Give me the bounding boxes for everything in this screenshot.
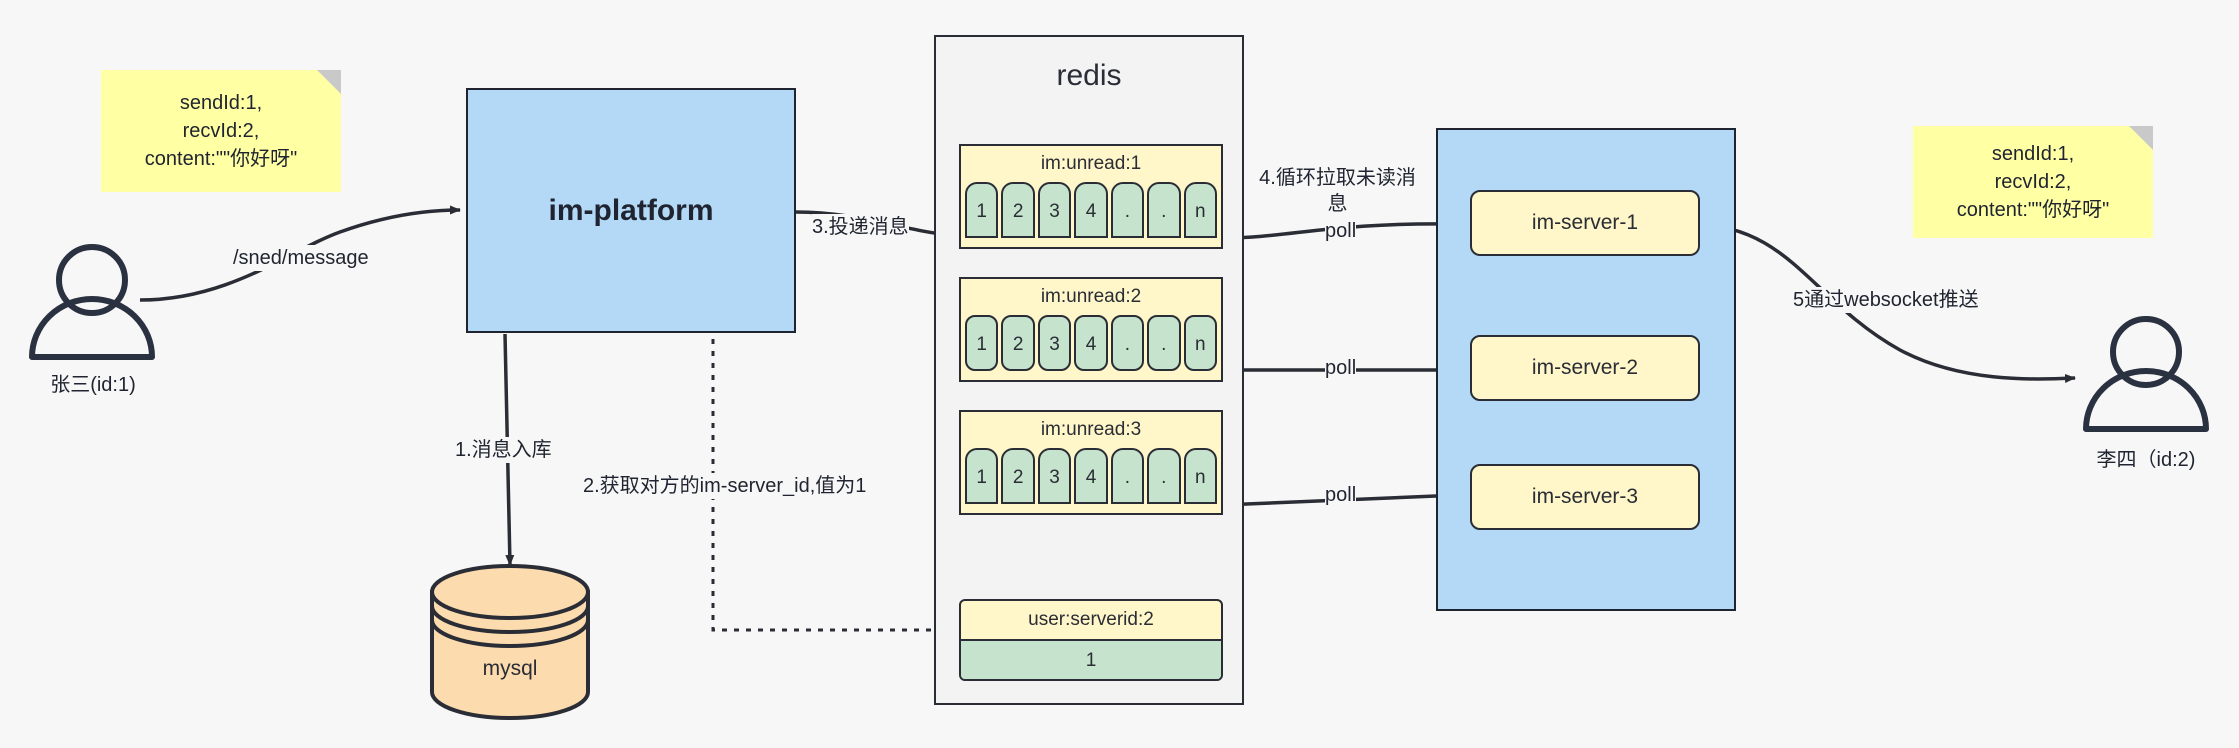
redis-key-group-0[interactable]: im:unread:1 1 2 3 4 . . n: [959, 144, 1223, 249]
redis-cell: 3: [1037, 448, 1072, 504]
redis-cell: 2: [1001, 182, 1035, 238]
redis-cell: n: [1183, 315, 1217, 371]
redis-cell: 2: [1001, 315, 1035, 371]
note-right: sendId:1, recvId:2, content:""你好呀": [1913, 126, 2153, 238]
mysql-label: mysql: [482, 657, 538, 680]
edge-label-deliver-message: 3.投递消息: [812, 214, 909, 240]
edge-label-poll-3: poll: [1325, 482, 1357, 508]
redis-cell: 4: [1074, 315, 1108, 371]
im-server-2-node[interactable]: im-server-2: [1470, 335, 1700, 401]
im-server-3-node[interactable]: im-server-3: [1470, 464, 1700, 530]
note-left-line-1: sendId:1,: [179, 92, 263, 114]
person-icon-sender: [29, 244, 155, 360]
note-left-line-3: content:""你好呀": [144, 148, 298, 170]
edge-label-get-server-id: 2.获取对方的im-server_id,值为1: [583, 473, 867, 499]
redis-key-name-1: im:unread:2: [961, 279, 1221, 315]
im-server-cluster-panel: im-server-1 im-server-2 im-server-3: [1436, 128, 1736, 611]
redis-cell: n: [1183, 182, 1217, 238]
redis-cells-0: 1 2 3 4 . . n: [961, 182, 1221, 242]
edge-label-send-message: /sned/message: [233, 245, 369, 271]
redis-cell: 1: [965, 315, 999, 371]
redis-cell: .: [1147, 448, 1181, 504]
redis-cell: .: [1110, 315, 1145, 371]
redis-cell: 4: [1074, 448, 1108, 504]
redis-cell: .: [1110, 448, 1145, 504]
redis-server-map-key: user:serverid:2: [1028, 609, 1154, 630]
redis-key-group-1[interactable]: im:unread:2 1 2 3 4 . . n: [959, 277, 1223, 382]
redis-cells-1: 1 2 3 4 . . n: [961, 315, 1221, 375]
redis-panel: redis im:unread:1 1 2 3 4 . . n im:unrea…: [934, 35, 1244, 705]
redis-cell: 2: [1001, 448, 1035, 504]
receiver-caption: 李四（id:2): [2096, 449, 2196, 471]
redis-cell: 3: [1037, 182, 1072, 238]
person-icon-receiver: [2083, 316, 2209, 432]
note-left-line-2: recvId:2,: [182, 120, 260, 142]
redis-cell: 4: [1074, 182, 1108, 238]
edge-label-poll-2: poll: [1325, 355, 1357, 381]
redis-key-name-2: im:unread:3: [961, 412, 1221, 448]
note-fold-icon: [2129, 126, 2153, 150]
sender-caption: 张三(id:1): [50, 374, 136, 396]
redis-title: redis: [1056, 59, 1122, 92]
note-fold-icon: [317, 70, 341, 94]
note-right-line-1: sendId:1,: [1991, 143, 2075, 165]
redis-cell: 1: [965, 448, 999, 504]
edge-label-poll-1: poll: [1325, 218, 1357, 244]
edge-label-store-message: 1.消息入库: [455, 437, 552, 463]
redis-cell: n: [1183, 448, 1217, 504]
note-right-line-3: content:""你好呀": [1956, 199, 2110, 221]
redis-key-group-2[interactable]: im:unread:3 1 2 3 4 . . n: [959, 410, 1223, 515]
redis-cells-2: 1 2 3 4 . . n: [961, 448, 1221, 508]
database-cylinder-icon: [430, 564, 590, 720]
redis-key-name-0: im:unread:1: [961, 146, 1221, 182]
redis-cell: 1: [965, 182, 999, 238]
redis-server-map-value: 1: [961, 639, 1221, 679]
redis-cell: 3: [1037, 315, 1072, 371]
im-server-1-node[interactable]: im-server-1: [1470, 190, 1700, 256]
im-platform-label: im-platform: [548, 193, 714, 227]
note-right-line-2: recvId:2,: [1994, 171, 2072, 193]
redis-cell: .: [1110, 182, 1145, 238]
edge-label-poll-unread: 4.循环拉取未读消息: [1255, 165, 1420, 217]
im-platform-box[interactable]: im-platform: [466, 88, 796, 333]
note-left: sendId:1, recvId:2, content:""你好呀": [101, 70, 341, 192]
redis-cell: .: [1147, 182, 1181, 238]
edge-label-websocket-push: 5通过websocket推送: [1793, 287, 1979, 313]
redis-server-map-box[interactable]: user:serverid:2 1: [959, 599, 1223, 681]
redis-cell: .: [1147, 315, 1181, 371]
